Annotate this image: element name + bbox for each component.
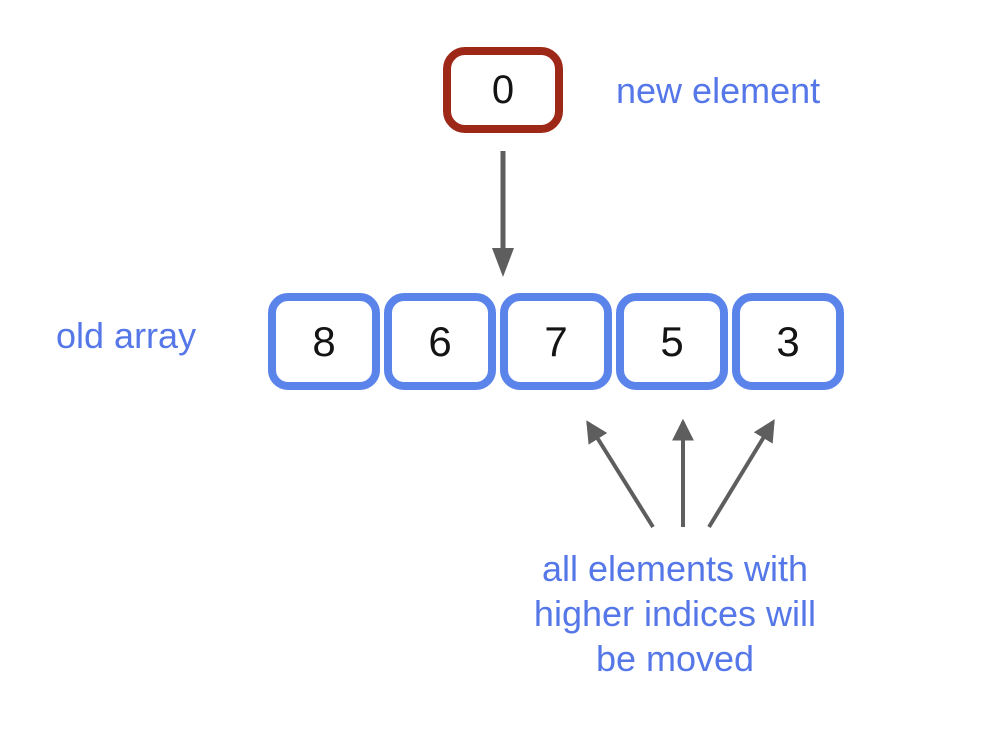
array-cell-value: 3 — [776, 317, 800, 365]
up-arrow-right-icon — [707, 419, 775, 529]
array-cell-4: 3 — [732, 293, 844, 390]
array-cell-value: 5 — [660, 317, 684, 365]
array-cell-0: 8 — [268, 293, 380, 390]
array-cell-value: 8 — [312, 317, 336, 365]
array-cell-value: 7 — [544, 317, 568, 365]
array-cell-1: 6 — [384, 293, 496, 390]
old-array-label: old array — [56, 315, 197, 356]
new-element-label: new element — [616, 70, 821, 111]
array-cell-value: 6 — [428, 317, 452, 365]
array-cell-2: 7 — [500, 293, 612, 390]
new-element-box: 0 — [443, 47, 563, 133]
insert-down-arrow-icon — [492, 151, 514, 277]
up-arrow-left-icon — [586, 420, 655, 529]
moved-elements-caption: all elements with higher indices will be… — [533, 548, 817, 679]
array-cell-3: 5 — [616, 293, 728, 390]
new-element-value: 0 — [491, 67, 515, 112]
